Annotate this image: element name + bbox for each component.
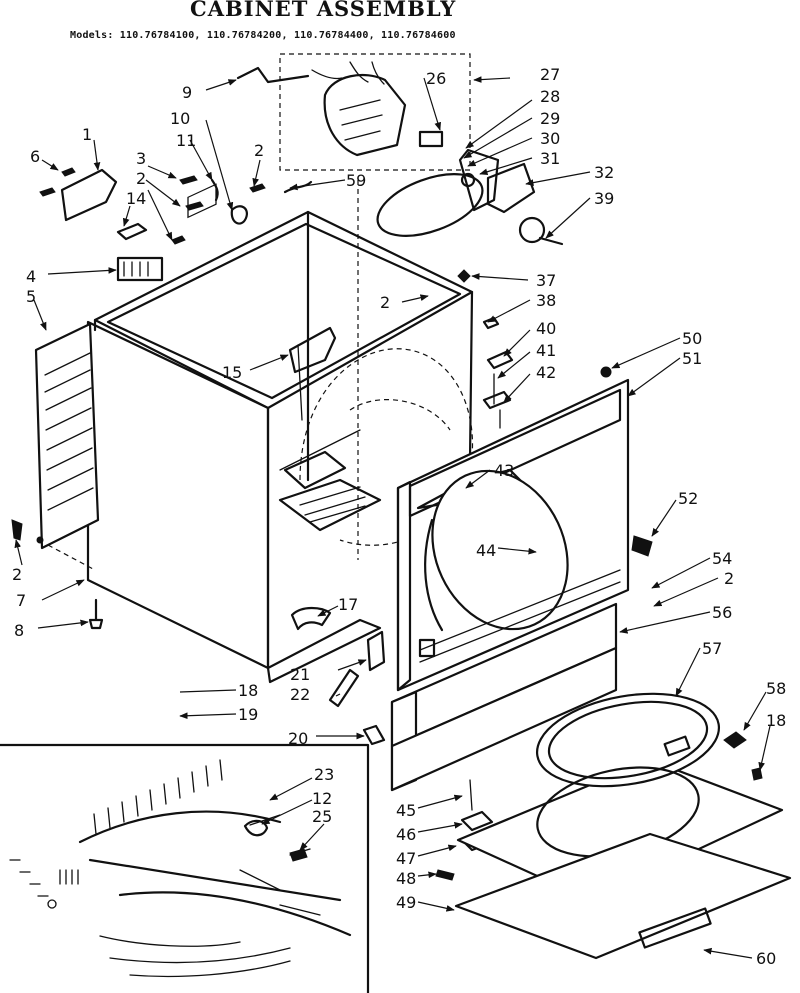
leader-lines bbox=[14, 76, 771, 959]
callout: 40 bbox=[536, 319, 556, 338]
callout-repeat: 2 bbox=[724, 569, 734, 588]
callout: 9 bbox=[182, 83, 192, 102]
callout: 23 bbox=[314, 765, 334, 784]
right-hardware bbox=[457, 269, 612, 429]
bumper-52 bbox=[631, 535, 653, 557]
callout: 59 bbox=[346, 171, 366, 190]
callout: 19 bbox=[238, 705, 258, 724]
pulley-39 bbox=[518, 216, 546, 244]
callout: 11 bbox=[176, 131, 196, 150]
callout: 6 bbox=[30, 147, 40, 166]
callout: 50 bbox=[682, 329, 702, 348]
callout: 8 bbox=[14, 621, 24, 640]
callout: 25 bbox=[312, 807, 332, 826]
callout: 39 bbox=[594, 189, 614, 208]
callout: 10 bbox=[170, 109, 190, 128]
door-opening-44 bbox=[431, 469, 569, 631]
catch-58 bbox=[723, 731, 747, 749]
callout: 54 bbox=[712, 549, 732, 568]
callout: 57 bbox=[702, 639, 722, 658]
callout: 22 bbox=[290, 685, 310, 704]
callout: 45 bbox=[396, 801, 416, 820]
leveling-leg bbox=[88, 598, 104, 630]
callout-repeat: 18 bbox=[766, 711, 786, 730]
drive-belt-idler bbox=[376, 148, 564, 246]
callout: 38 bbox=[536, 291, 556, 310]
latch-20 bbox=[362, 724, 386, 746]
bracket-17 bbox=[290, 606, 332, 631]
callout: 26 bbox=[426, 69, 446, 88]
wiring-harness-inset bbox=[0, 743, 370, 993]
callout: 52 bbox=[678, 489, 698, 508]
callout: 27 bbox=[540, 65, 560, 84]
rear-panel bbox=[34, 322, 100, 550]
callout: 48 bbox=[396, 869, 416, 888]
callout: 49 bbox=[396, 893, 416, 912]
callout: 44 bbox=[476, 541, 496, 560]
callout: 43 bbox=[494, 461, 514, 480]
callout: 2 bbox=[254, 141, 264, 160]
callout: 29 bbox=[540, 109, 560, 128]
callout: 17 bbox=[338, 595, 358, 614]
clip-14 bbox=[116, 222, 148, 241]
diagram-title: CABINET ASSEMBLY bbox=[190, 0, 457, 21]
callout: 28 bbox=[540, 87, 560, 106]
callout: 14 bbox=[126, 189, 146, 208]
callout: 3 bbox=[136, 149, 146, 168]
callout: 20 bbox=[288, 729, 308, 748]
callout: 51 bbox=[682, 349, 702, 368]
blower-housing-32 bbox=[486, 162, 536, 214]
lamp-socket bbox=[418, 638, 436, 658]
strike-22 bbox=[328, 668, 360, 708]
callout-labels: 1 2 2 3 4 5 6 7 8 9 10 11 12 14 15 17 18… bbox=[12, 65, 786, 968]
callout: 21 bbox=[290, 665, 310, 684]
handle-60 bbox=[638, 907, 712, 949]
callout: 42 bbox=[536, 363, 556, 382]
bracket-1 bbox=[60, 168, 118, 222]
callout: 32 bbox=[594, 163, 614, 182]
callout: 31 bbox=[540, 149, 560, 168]
bracket-15 bbox=[288, 326, 337, 374]
callout: 30 bbox=[540, 129, 560, 148]
callout: 18 bbox=[238, 681, 258, 700]
callout: 47 bbox=[396, 849, 416, 868]
callout-repeat: 2 bbox=[12, 565, 22, 584]
callout: 7 bbox=[16, 591, 26, 610]
callout: 1 bbox=[82, 125, 92, 144]
callout: 60 bbox=[756, 949, 776, 968]
dryer-door bbox=[454, 692, 792, 960]
model-numbers: Models: 110.76784100, 110.76784200, 110.… bbox=[70, 30, 456, 41]
callout: 5 bbox=[26, 287, 36, 306]
toe-panel bbox=[390, 602, 618, 792]
hinge-21 bbox=[366, 630, 386, 672]
screw-2-left bbox=[11, 519, 23, 541]
callout-repeat: 2 bbox=[136, 169, 146, 188]
callout: 56 bbox=[712, 603, 732, 622]
harness-clip-9 bbox=[236, 66, 310, 84]
callout: 4 bbox=[26, 267, 36, 286]
clamp-10 bbox=[230, 205, 248, 225]
callout: 15 bbox=[222, 363, 242, 382]
callout: 37 bbox=[536, 271, 556, 290]
capacitor-26 bbox=[418, 130, 444, 148]
callout: 41 bbox=[536, 341, 556, 360]
motor-assembly bbox=[279, 53, 471, 171]
drive-belt bbox=[376, 173, 484, 237]
callout: 58 bbox=[766, 679, 786, 698]
wire-11 bbox=[210, 178, 219, 202]
callout: 12 bbox=[312, 789, 332, 808]
callout: 46 bbox=[396, 825, 416, 844]
callout-repeat: 2 bbox=[380, 293, 390, 312]
motor-mount-internal bbox=[278, 450, 382, 532]
front-panel bbox=[396, 378, 653, 692]
